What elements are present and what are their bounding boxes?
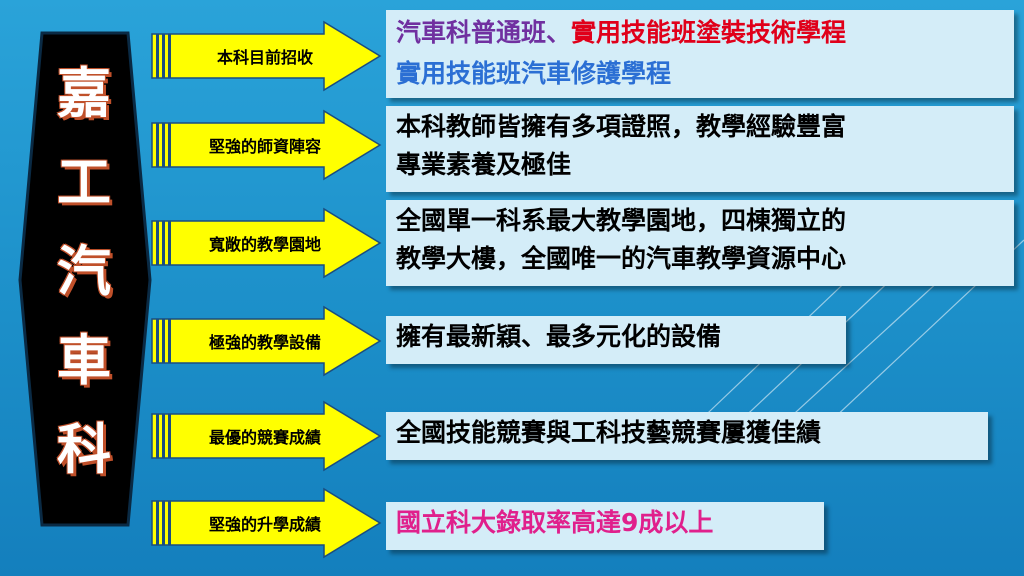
- campus-line-2: 教學大樓，全國唯一的汽車教學資源中心: [396, 244, 847, 273]
- enrollment-general-class: 汽車科普通班: [396, 18, 547, 47]
- arrow-shape-icon: [151, 109, 382, 181]
- arrow-faculty: 堅強的師資陣容: [148, 109, 386, 181]
- arrow-label: 本科目前招收: [216, 48, 313, 67]
- enrollment-line-1: 汽車科普通班、實用技能班塗裝技術學程: [396, 12, 1004, 53]
- arrow-shape-icon: [151, 207, 382, 279]
- title-char: 車: [57, 329, 111, 392]
- equipment-line-1: 擁有最新穎、最多元化的設備: [396, 322, 722, 351]
- arrow-admission: 堅強的升學成績: [148, 487, 386, 559]
- competition-line-1: 全國技能競賽與工科技藝競賽屢獲佳績: [396, 418, 822, 447]
- enrollment-separator: 、: [546, 18, 572, 47]
- arrow-label: 極強的教學設備: [208, 333, 321, 352]
- title-char: 嘉: [57, 62, 111, 125]
- admission-box: 國立科大錄取率高達9成以上: [386, 502, 824, 550]
- campus-box: 全國單一科系最大教學園地，四棟獨立的 教學大樓，全國唯一的汽車教學資源中心: [386, 200, 1014, 286]
- arrow-label: 堅強的升學成績: [208, 515, 321, 534]
- arrow-enrollment: 本科目前招收: [148, 20, 386, 92]
- arrow-label: 堅強的師資陣容: [208, 137, 321, 156]
- campus-line-1: 全國單一科系最大教學園地，四棟獨立的: [396, 206, 847, 235]
- equipment-box: 擁有最新穎、最多元化的設備: [386, 316, 846, 364]
- enrollment-box: 汽車科普通班、實用技能班塗裝技術學程 實用技能班汽車修護學程: [386, 10, 1014, 98]
- title-char: 科: [57, 418, 111, 481]
- arrow-label: 最優的競賽成績: [208, 428, 321, 447]
- title-char: 汽: [57, 240, 111, 303]
- arrow-label: 寬敞的教學園地: [208, 235, 321, 254]
- arrow-shape-icon: [151, 487, 382, 559]
- arrow-campus: 寬敞的教學園地: [148, 207, 386, 279]
- arrow-shape-icon: [151, 20, 382, 92]
- faculty-line-1: 本科教師皆擁有多項證照，教學經驗豐富: [396, 112, 847, 141]
- competition-box: 全國技能競賽與工科技藝競賽屢獲佳績: [386, 412, 988, 460]
- title-hexagon: [18, 31, 152, 527]
- admission-line-1: 國立科大錄取率高達9成以上: [396, 508, 714, 537]
- enrollment-repair-program: 實用技能班汽車修護學程: [396, 59, 672, 88]
- arrow-shape-icon: [151, 400, 382, 472]
- faculty-line-2: 專業素養及極佳: [396, 150, 572, 179]
- arrow-shape-icon: [151, 305, 382, 377]
- arrow-equipment: 極強的教學設備: [148, 305, 386, 377]
- enrollment-painting-program: 實用技能班塗裝技術學程: [571, 18, 847, 47]
- arrow-competition: 最優的競賽成績: [148, 400, 386, 472]
- title-char: 工: [57, 151, 111, 214]
- faculty-box: 本科教師皆擁有多項證照，教學經驗豐富 專業素養及極佳: [386, 106, 1014, 192]
